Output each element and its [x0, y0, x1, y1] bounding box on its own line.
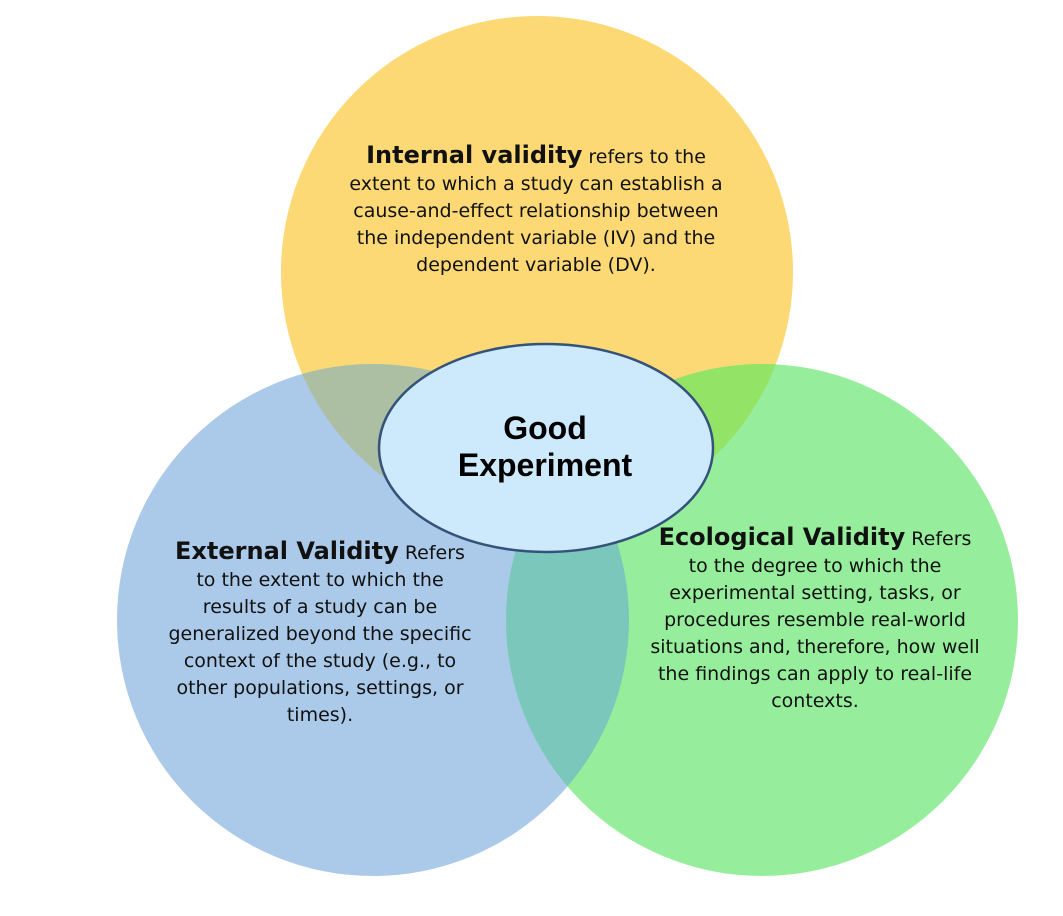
center-label-line2: Experiment — [457, 447, 633, 483]
ecological-validity-text: Ecological Validity Refers to the degree… — [648, 524, 982, 715]
center-label-line1: Good — [503, 410, 587, 446]
external-validity-definition: Refers to the extent to which the result… — [168, 542, 472, 726]
external-validity-term: External Validity — [175, 537, 399, 565]
ecological-validity-term: Ecological Validity — [658, 523, 906, 551]
center-ellipse — [377, 342, 715, 554]
internal-validity-term: Internal validity — [366, 141, 583, 169]
external-validity-text: External Validity Refers to the extent t… — [163, 538, 477, 729]
center-label: Good Experiment — [400, 410, 690, 484]
internal-validity-text: Internal validity refers to the extent t… — [340, 142, 732, 279]
ecological-validity-definition: Refers to the degree to which the experi… — [650, 528, 980, 712]
internal-validity-definition: refers to the extent to which a study ca… — [349, 146, 723, 276]
